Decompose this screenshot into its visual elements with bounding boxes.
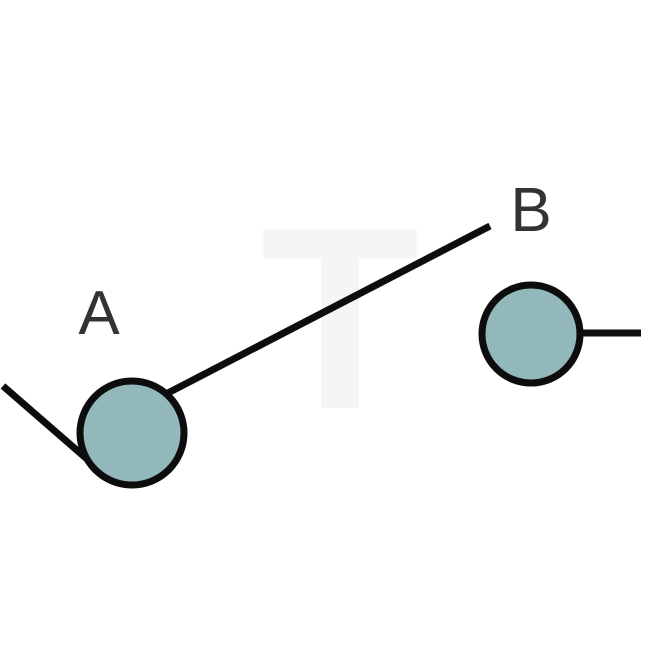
watermark-text: T — [261, 174, 420, 464]
incoming-segment-a — [0, 383, 98, 469]
node-circle-a[interactable] — [76, 377, 188, 489]
node-circle-b[interactable] — [478, 281, 584, 387]
segment-a-to-b — [164, 222, 492, 398]
node-label-b: B — [510, 176, 551, 245]
node-label-a: A — [78, 279, 120, 348]
